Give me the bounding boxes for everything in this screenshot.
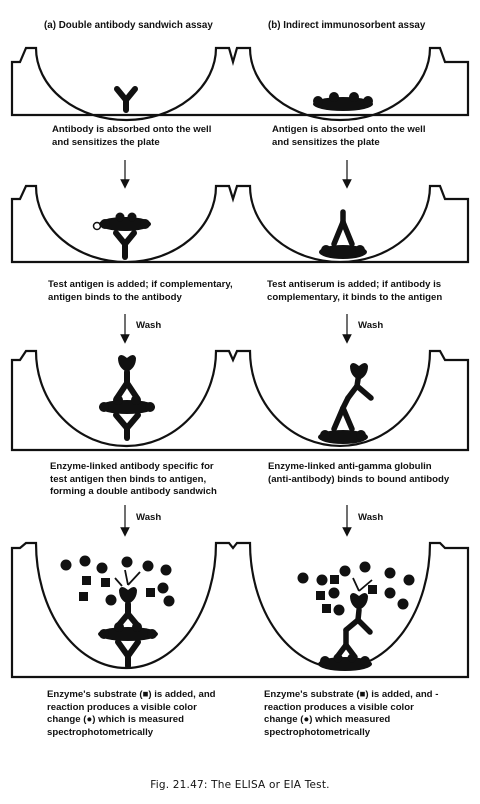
wash-label-right-1: Wash: [358, 320, 384, 331]
row2-left-antigen-on-antibody: [92, 212, 151, 260]
plate-row-2: [10, 184, 470, 264]
plate-row-3: [10, 349, 470, 452]
step1-right-text: Antigen is absorbed onto the well and se…: [272, 124, 426, 148]
heading-right: (b) Indirect immunosorbent assay: [268, 20, 426, 31]
row3-right-antiglobulin: [318, 363, 374, 444]
wash-label-left-1: Wash: [136, 320, 162, 331]
wash-label-left-2: Wash: [136, 512, 162, 523]
step4-left-text: Enzyme's substrate (■) is added, and rea…: [47, 689, 216, 738]
step1-left-text: Antibody is absorbed onto the well and s…: [52, 124, 212, 148]
arrows: [120, 160, 352, 537]
step4-right-text: Enzyme's substrate (■) is added, and - r…: [264, 689, 439, 738]
figure-caption: Fig. 21.47: The ELISA or EIA Test.: [150, 779, 330, 791]
row4-left-reaction: [60, 555, 175, 669]
row1-left-antibody: [114, 86, 138, 113]
plate-row-4: [10, 541, 470, 679]
row2-right-antibody-on-antigen: [319, 209, 367, 259]
row4-right-reaction: [297, 561, 415, 671]
wash-label-right-2: Wash: [358, 512, 384, 523]
heading-left: (a) Double antibody sandwich assay: [44, 20, 213, 31]
step3-left-text: Enzyme-linked antibody specific for test…: [50, 461, 217, 497]
row1-right-antigen: [313, 92, 373, 111]
step3-right-text: Enzyme-linked anti-gamma globulin (anti-…: [268, 461, 450, 485]
step2-right-text: Test antiserum is added; if antibody is …: [267, 279, 443, 303]
row3-left-sandwich: [99, 355, 155, 441]
step2-left-text: Test antigen is added; if complementary,…: [48, 279, 233, 303]
plate-row-1: [10, 46, 470, 122]
